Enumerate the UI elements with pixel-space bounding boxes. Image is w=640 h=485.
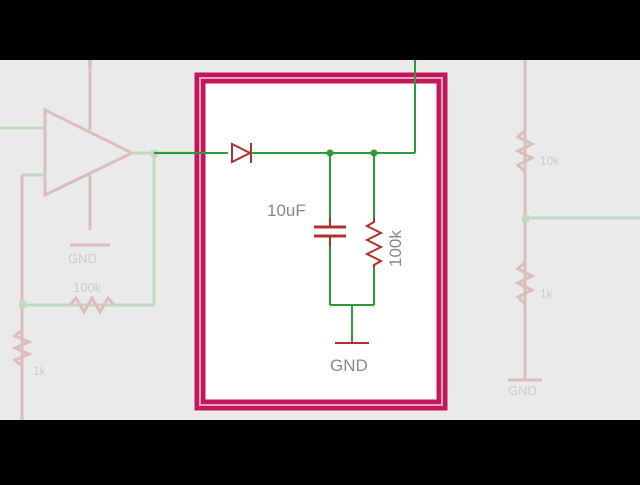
background-resistor-icon [514,128,536,174]
background-gnd-label: GND [68,251,97,266]
background-circuit-right: GND 10k 1k [508,60,640,398]
capacitor-value-label: 10uF [267,201,306,220]
background-resistor-icon [11,328,33,368]
op-amp-symbol [43,107,136,198]
background-gnd-label: GND [508,383,537,398]
bottom-letterbox-bar [0,420,640,480]
highlight-frame [194,72,448,411]
background-resistor-label: 10k [540,154,560,168]
background-resistor-label: 1k [540,287,554,301]
top-letterbox-bar [0,0,640,60]
focus-circuit: 10uF 100k GND [154,60,416,375]
capacitor-icon [314,218,346,246]
background-resistor-icon [514,260,536,306]
ground-label: GND [330,356,368,375]
background-resistor-label: 1k [33,364,47,378]
highlight-frame-inner-edge [199,77,443,406]
background-resistor-label: 100k [73,280,102,295]
background-circuit-left: GND 100k 1k [0,60,200,420]
background-resistor-icon [68,294,116,316]
resistor-value-label: 100k [386,230,405,267]
resistor-icon [364,218,384,268]
